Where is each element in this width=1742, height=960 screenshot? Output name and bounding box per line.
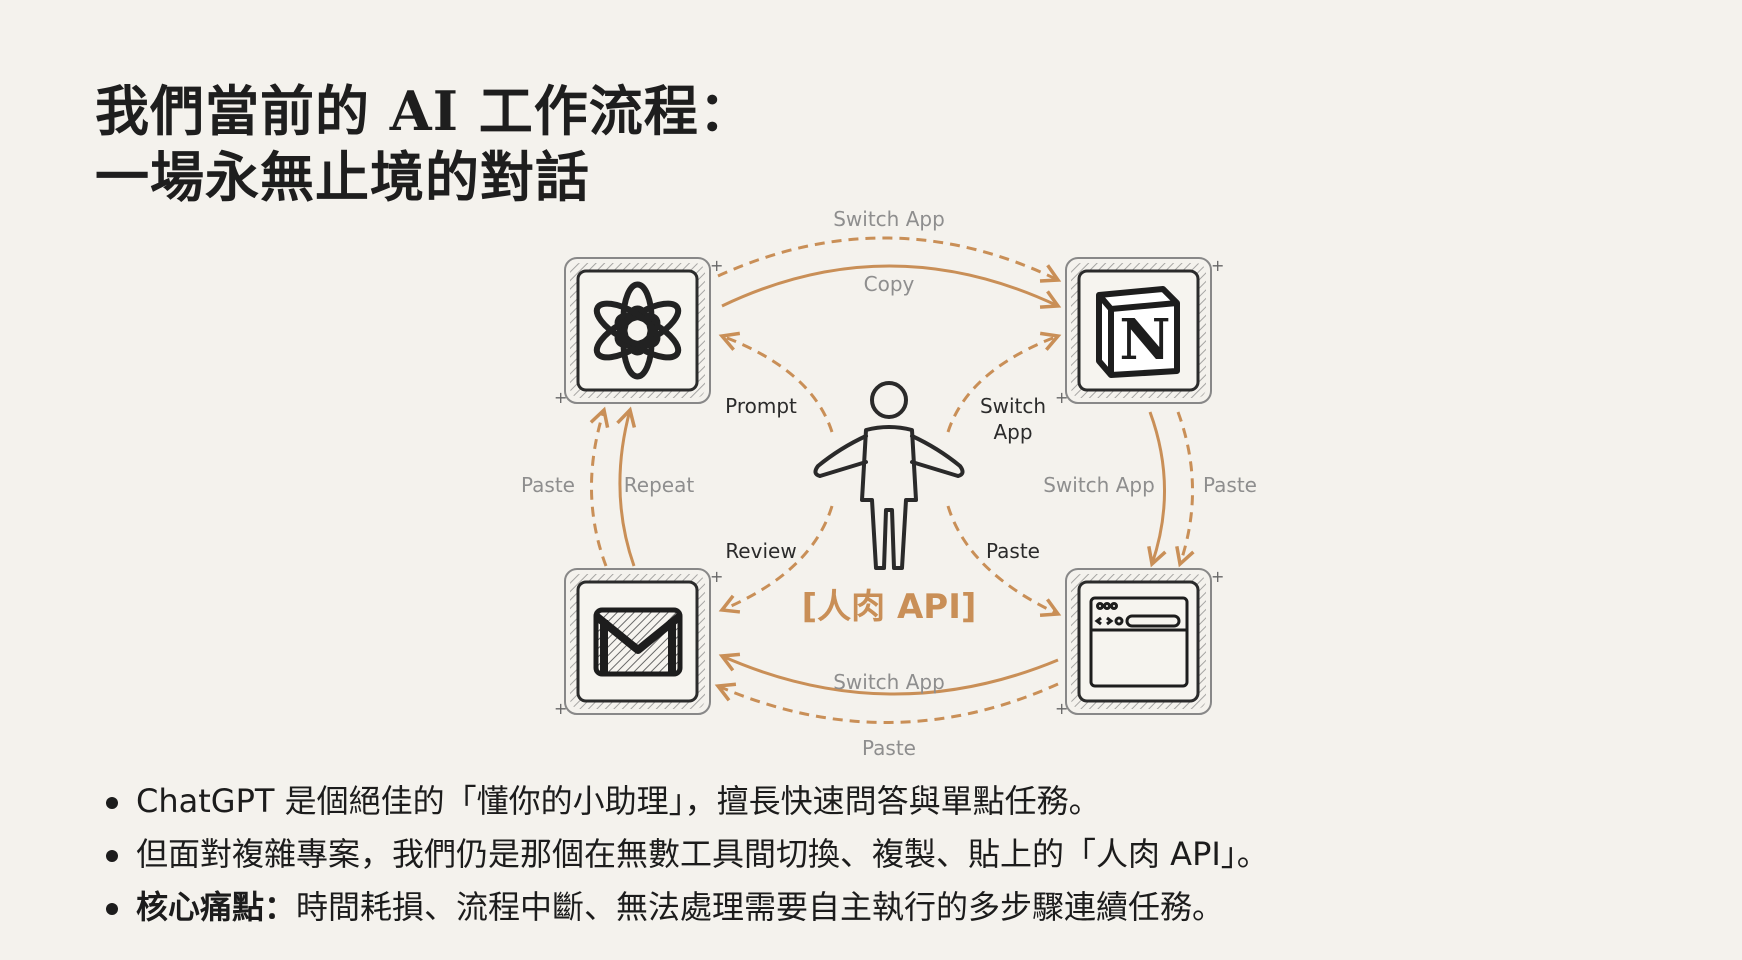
bullet-text: 時間耗損、流程中斷、無法處理需要自主執行的多步驟連續任務。 — [296, 888, 1225, 926]
slide-title-line-1: 我們當前的 AI 工作流程： — [95, 79, 754, 143]
plus-mark: + — [1211, 256, 1224, 275]
bullet-item: ChatGPT 是個絕佳的「懂你的小助理」，擅長快速問答與單點任務。 — [100, 775, 1269, 828]
arrow-switch-app-right — [1150, 411, 1165, 564]
bullet-text: ChatGPT 是個絕佳的「懂你的小助理」，擅長快速問答與單點任務。 — [136, 782, 1101, 820]
human-api-label: [人肉 API] — [802, 587, 977, 627]
plus-mark: + — [710, 256, 723, 275]
label-switch-line-2: App — [993, 420, 1032, 444]
label-paste-left: Paste — [521, 473, 575, 497]
arrow-paste-left — [591, 410, 606, 567]
bullet-item: 但面對複雜專案，我們仍是那個在無數工具間切換、複製、貼上的「人肉 API」。 — [100, 828, 1269, 881]
bullet-list: ChatGPT 是個絕佳的「懂你的小助理」，擅長快速問答與單點任務。 但面對複雜… — [100, 775, 1269, 934]
label-paste-bottom: Paste — [862, 736, 916, 760]
plus-mark: + — [554, 388, 567, 407]
svg-text:N: N — [1119, 307, 1170, 373]
label-review: Review — [725, 539, 796, 563]
label-switch-app-top: Switch App — [833, 207, 945, 231]
plus-mark: + — [1211, 567, 1224, 586]
bullet-text: 但面對複雜專案，我們仍是那個在無數工具間切換、複製、貼上的「人肉 API」。 — [136, 835, 1269, 873]
label-repeat: Repeat — [624, 473, 695, 497]
slide-title-line-2: 一場永無止境的對話 — [95, 145, 590, 209]
arrow-repeat-left — [620, 410, 634, 567]
label-switch-line-1: Switch — [980, 394, 1046, 418]
browser-node: + + — [1055, 567, 1224, 718]
gmail-node: + + — [554, 567, 723, 718]
person-icon — [813, 381, 965, 570]
bullet-bold-lead: 核心痛點： — [136, 888, 297, 926]
label-prompt: Prompt — [725, 394, 797, 418]
plus-mark: + — [1055, 699, 1068, 718]
arrow-review — [722, 505, 834, 610]
arrow-copy-top — [721, 264, 1058, 306]
label-switch-app-right: Switch App — [1043, 473, 1155, 497]
notion-logo-icon: N — [1096, 286, 1180, 378]
slide-title: 我們當前的 AI 工作流程： 一場永無止境的對話 — [95, 78, 754, 210]
plus-mark: + — [710, 567, 723, 586]
arrow-switch-app-bottom — [722, 656, 1059, 696]
arrow-switch-app-top — [717, 236, 1058, 280]
label-copy: Copy — [864, 272, 915, 296]
label-paste-right: Paste — [1203, 473, 1257, 497]
browser-window-icon — [1089, 596, 1189, 688]
arrow-paste-bottom — [718, 684, 1059, 724]
arrow-paste-center — [946, 505, 1058, 614]
label-paste-center: Paste — [986, 539, 1040, 563]
label-switch-app-bottom: Switch App — [833, 670, 945, 694]
gmail-logo-icon — [593, 607, 683, 677]
bullet-item: 核心痛點：時間耗損、流程中斷、無法處理需要自主執行的多步驟連續任務。 — [100, 881, 1269, 934]
arrow-paste-right — [1178, 411, 1193, 564]
plus-mark: + — [554, 699, 567, 718]
openai-logo-icon — [593, 281, 682, 380]
notion-node: + + N — [1055, 256, 1224, 407]
plus-mark: + — [1055, 388, 1068, 407]
chatgpt-node: + + — [554, 256, 723, 407]
